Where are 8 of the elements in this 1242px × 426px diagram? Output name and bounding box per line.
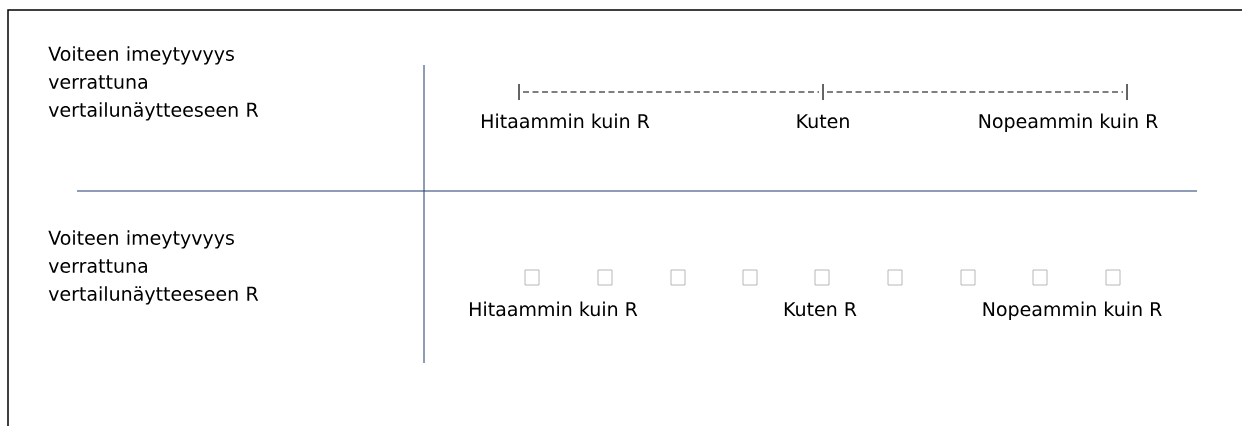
scale-label: Hitaammin kuin R [470,301,638,317]
scale-label: Kuten R [784,302,857,317]
row-label: Voiteen imeytyvyys verrattuna vertailunäytteeseen R [48,46,259,121]
scale-label: Kuten [797,114,849,129]
scale-label: Nopeammin kuin R [979,113,1158,132]
scale-label: Hitaammin kuin R [482,113,650,129]
row-label: Voiteen imeytyvyys verrattuna vertailunäytteeseen R [48,230,259,305]
scale-label: Nopeammin kuin R [983,301,1162,320]
